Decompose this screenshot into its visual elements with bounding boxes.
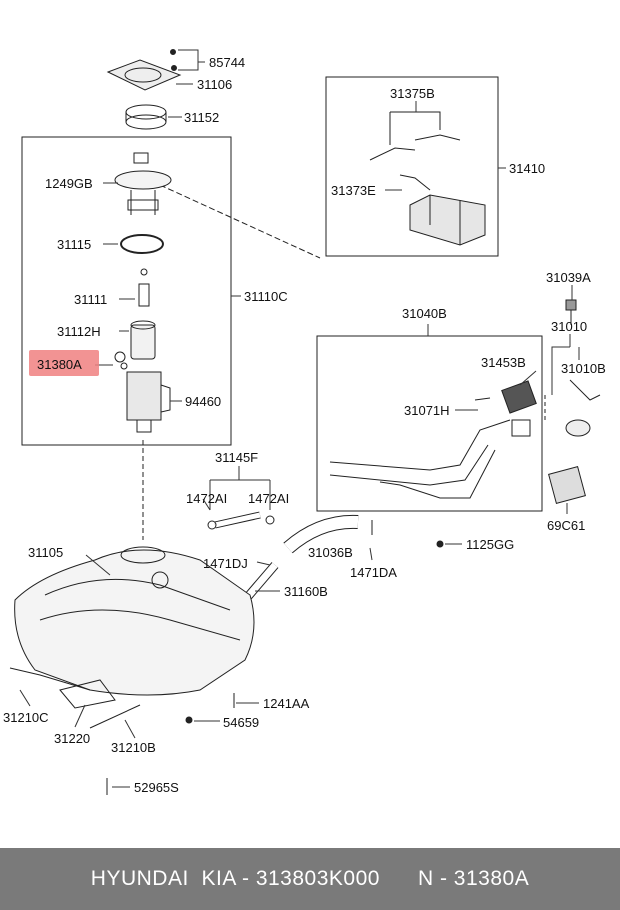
footer-spacer: [380, 867, 418, 891]
label-31210b[interactable]: 31210B: [111, 740, 156, 755]
nut-54659-icon: [185, 716, 193, 724]
label-1471dj[interactable]: 1471DJ: [203, 556, 248, 571]
label-31380a[interactable]: 31380A: [37, 357, 82, 372]
label-52965s[interactable]: 52965S: [134, 780, 179, 795]
label-69c61[interactable]: 69C61: [547, 518, 585, 533]
label-31160b[interactable]: 31160B: [284, 584, 328, 599]
label-31145f[interactable]: 31145F: [215, 450, 258, 465]
label-54659[interactable]: 54659: [223, 715, 259, 730]
vapor-hose-icon: [369, 111, 461, 191]
label-94460[interactable]: 94460: [185, 394, 221, 409]
dashed-link: [159, 184, 321, 259]
footer-reference: N - 31380A: [417, 867, 530, 890]
label-31375b[interactable]: 31375B: [390, 86, 435, 101]
canister-box: [325, 76, 499, 257]
pump-assembly-box: [21, 136, 232, 446]
label-1241aa[interactable]: 1241AA: [263, 696, 310, 711]
fill-hose-icon: [283, 514, 359, 554]
label-31111[interactable]: 31111: [74, 292, 107, 307]
canister-icon: [409, 194, 486, 246]
pump-flange-icon: [114, 152, 172, 215]
highlight-marker: [29, 350, 99, 376]
lock-ring-icon: [125, 104, 167, 130]
footer-bar: HYUNDAI KIA - 313803K000 N - 31380A: [0, 848, 620, 910]
filler-neck-box: [316, 335, 543, 512]
vent-hose-icon: [207, 511, 275, 530]
label-1125gg[interactable]: 1125GG: [466, 537, 514, 552]
label-31112h[interactable]: 31112H: [57, 324, 101, 339]
strap-31220-icon: [59, 679, 116, 709]
label-1472ai-left[interactable]: 1472AI: [186, 491, 227, 506]
label-31106[interactable]: 31106: [197, 77, 232, 92]
fuel-tank-icon: [14, 546, 255, 696]
filter-icon: [138, 268, 150, 307]
label-31220[interactable]: 31220: [54, 731, 90, 746]
strap-31210b-icon: [89, 704, 141, 729]
label-85744[interactable]: 85744: [209, 55, 245, 70]
bolt-1125gg-icon: [436, 540, 444, 548]
pipe-31160b-icon: [241, 562, 279, 603]
label-plate-icon: [548, 466, 586, 504]
leader-lines: [19, 49, 580, 788]
filler-pipe-icon: [329, 380, 537, 499]
label-31110c[interactable]: 31110C: [244, 289, 288, 304]
o-ring-icon: [120, 234, 164, 254]
label-31039a[interactable]: 31039A: [546, 270, 591, 285]
label-31115[interactable]: 31115: [57, 237, 91, 252]
label-31373e[interactable]: 31373E: [331, 183, 376, 198]
label-31152[interactable]: 31152: [184, 110, 219, 125]
bolt-icon: [565, 299, 577, 325]
label-31453b[interactable]: 31453B: [481, 355, 526, 370]
label-31105[interactable]: 31105: [28, 545, 63, 560]
strap-31210c-icon: [9, 667, 91, 691]
footer-part-number: HYUNDAI KIA - 313803K000: [90, 867, 380, 890]
label-31010b[interactable]: 31010B: [561, 361, 606, 376]
label-1472ai-right[interactable]: 1472AI: [248, 491, 289, 506]
label-31036b[interactable]: 31036B: [308, 545, 353, 560]
cover-plate-icon: [106, 49, 182, 91]
label-31410[interactable]: 31410: [509, 161, 545, 176]
label-31040b[interactable]: 31040B: [402, 306, 447, 321]
pump-motor-icon: [130, 320, 156, 360]
sender-unit-icon: [126, 371, 171, 433]
label-1471da[interactable]: 1471DA: [350, 565, 397, 580]
label-31071h[interactable]: 31071H: [404, 403, 450, 418]
fuel-cap-icon: [565, 379, 601, 437]
pressure-regulator-icon: [114, 351, 128, 370]
label-1249gb[interactable]: 1249GB: [45, 176, 93, 191]
label-31210c[interactable]: 31210C: [3, 710, 49, 725]
label-31010[interactable]: 31010: [551, 319, 587, 334]
parts-diagram: 85744 31106 31152 1249GB 31115 31111 311…: [3, 49, 606, 795]
